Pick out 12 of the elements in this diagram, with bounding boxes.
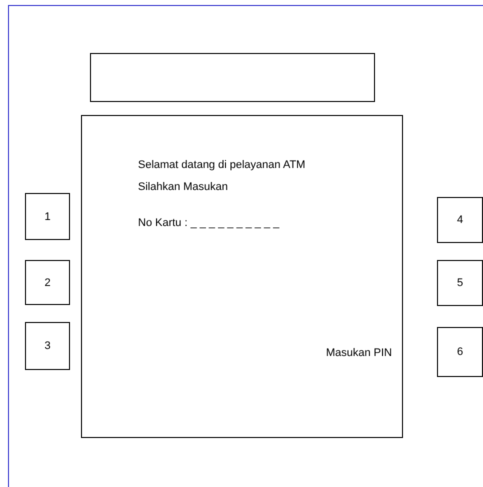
atm-screen <box>81 115 403 438</box>
keypad-button: 4 <box>437 197 483 243</box>
screen-text: No Kartu : _ _ _ _ _ _ _ _ _ _ <box>138 217 280 229</box>
screen-text: Selamat datang di pelayanan ATM <box>138 159 306 171</box>
screen-text: Silahkan Masukan <box>138 181 228 193</box>
keypad-button: 3 <box>25 322 70 370</box>
keypad-button: 1 <box>25 193 70 240</box>
keypad-button: 5 <box>437 260 483 306</box>
screen-text: Masukan PIN <box>326 347 392 359</box>
keypad-button: 2 <box>25 260 70 305</box>
header-panel <box>90 53 375 102</box>
keypad-button: 6 <box>437 327 483 377</box>
